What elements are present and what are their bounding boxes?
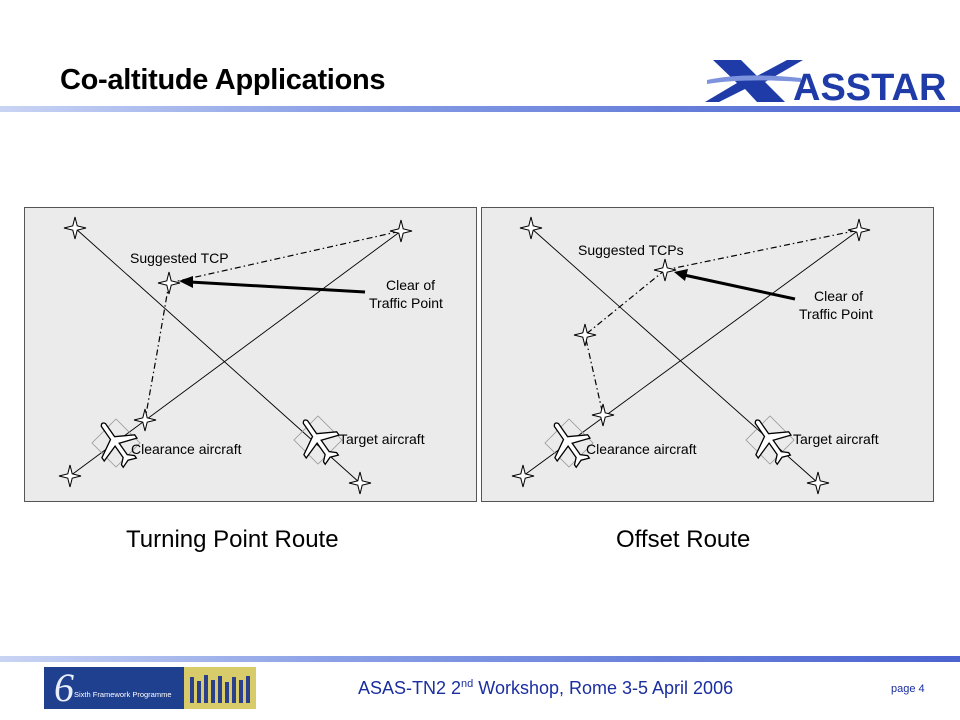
connector-dash-top <box>168 230 402 284</box>
logo-text: ASSTAR <box>793 67 945 106</box>
offset-route-diagram: Suggested TCPs Clear of Traffic Point Cl… <box>481 207 934 502</box>
caption-offset-route: Offset Route <box>616 526 751 553</box>
page-number: page 4 <box>891 683 925 695</box>
programme-logo-text: Sixth Framework Programme <box>74 690 172 699</box>
sixth-framework-programme-logo: 6 Sixth Framework Programme <box>44 667 256 709</box>
label-clear-line1: Clear of <box>814 288 863 304</box>
waypoint-star <box>847 218 871 242</box>
svg-text:6: 6 <box>54 667 74 709</box>
waypoint-star <box>133 408 157 432</box>
clear-point-arrow <box>683 273 796 301</box>
asstar-logo: ASSTAR <box>705 60 945 106</box>
waypoint-star <box>511 464 535 488</box>
waypoint-star <box>519 216 543 240</box>
turning-point-diagram: Suggested TCP Clear of Traffic Point Cle… <box>24 207 477 502</box>
clear-point-arrow <box>189 280 366 294</box>
waypoint-star <box>389 219 413 243</box>
offset-route-dash <box>584 269 666 416</box>
logo-swoosh <box>707 75 801 84</box>
label-clearance-aircraft: Clearance aircraft <box>131 441 242 457</box>
waypoint-star <box>653 258 677 282</box>
caption-turning-point-route: Turning Point Route <box>126 526 339 553</box>
slide-title: Co-altitude Applications <box>60 64 386 96</box>
footer-superscript: nd <box>461 678 474 690</box>
logo-x-mark <box>705 60 803 102</box>
label-clearance-aircraft: Clearance aircraft <box>586 441 697 457</box>
arrowhead <box>674 269 688 281</box>
footer-workshop-text: ASAS-TN2 2nd Workshop, Rome 3-5 April 20… <box>358 678 733 699</box>
waypoint-star <box>573 323 597 347</box>
label-target-aircraft: Target aircraft <box>339 431 425 447</box>
waypoint-star <box>63 216 87 240</box>
tcp-route-dash <box>144 282 170 421</box>
label-clear-line1: Clear of <box>386 277 435 293</box>
waypoint-star <box>348 471 372 495</box>
label-clear-line2: Traffic Point <box>799 306 873 322</box>
label-clear-line2: Traffic Point <box>369 295 443 311</box>
footer-prefix: ASAS-TN2 2 <box>358 678 462 698</box>
connector-dash-top <box>664 229 860 271</box>
footer-suffix: Workshop, Rome 3-5 April 2006 <box>473 678 734 698</box>
waypoint-star <box>157 271 181 295</box>
waypoint-star <box>58 464 82 488</box>
title-divider <box>0 106 960 112</box>
label-suggested-tcp: Suggested TCP <box>130 250 229 266</box>
label-suggested-tcps: Suggested TCPs <box>578 242 684 258</box>
label-target-aircraft: Target aircraft <box>793 431 879 447</box>
waypoint-star <box>806 471 830 495</box>
arrowhead <box>179 276 193 288</box>
footer-divider <box>0 656 960 662</box>
target-aircraft-icon <box>739 408 801 472</box>
